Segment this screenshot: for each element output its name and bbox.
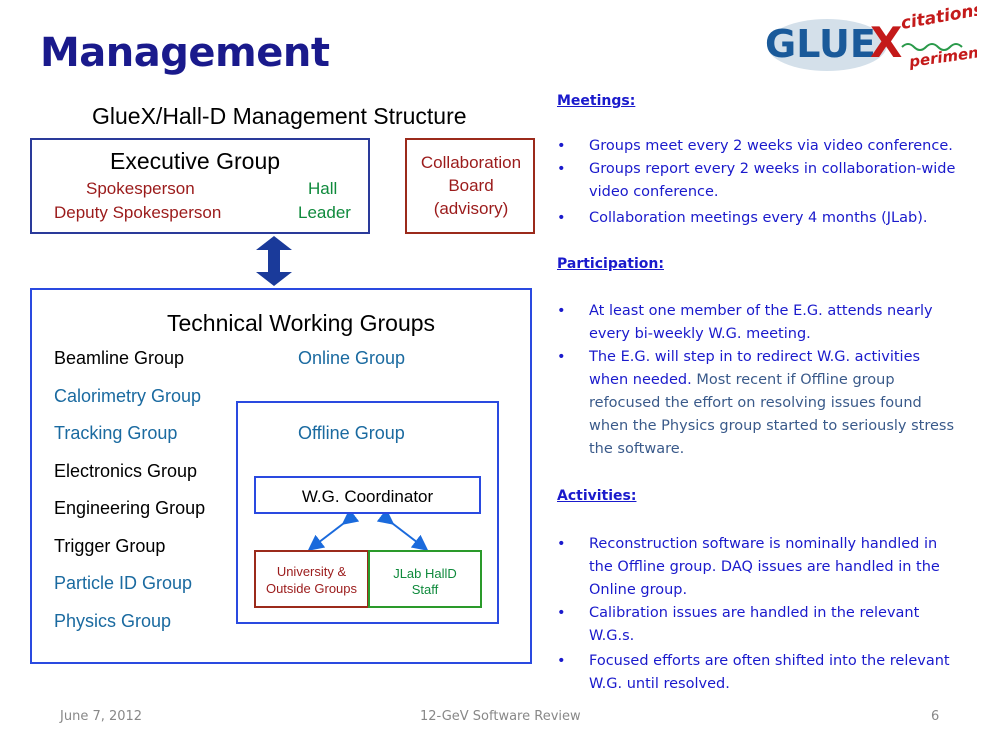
activities-heading: Activities: bbox=[557, 488, 637, 504]
activities-bullet-1: • Reconstruction software is nominally h… bbox=[557, 536, 940, 598]
double-arrow-icon bbox=[256, 236, 292, 286]
university-line-2: Outside Groups bbox=[265, 581, 358, 596]
meetings-heading: Meetings: bbox=[557, 93, 636, 109]
logo-main: GLUE bbox=[765, 22, 876, 66]
wg-coordinator-box bbox=[254, 476, 481, 514]
participation-heading: Participation: bbox=[557, 256, 664, 272]
footer-date: June 7, 2012 bbox=[60, 709, 143, 724]
collaboration-line: Collaboration bbox=[420, 153, 522, 172]
meetings-bullet-2: • Groups report every 2 weeks in collabo… bbox=[557, 161, 956, 200]
group-offline: Offline Group bbox=[298, 423, 405, 443]
group-physics: Physics Group bbox=[54, 611, 172, 631]
executive-group-box bbox=[30, 138, 370, 234]
wg-coordinator-label: W.G. Coordinator bbox=[301, 487, 434, 506]
group-beamline: Beamline Group bbox=[54, 348, 185, 368]
leader-label: Leader bbox=[298, 203, 351, 222]
deputy-spokesperson-label: Deputy Spokesperson bbox=[54, 203, 222, 222]
spokesperson-label: Spokesperson bbox=[86, 179, 195, 198]
wave-icon bbox=[901, 43, 963, 51]
logo-bottom: periment bbox=[907, 42, 977, 71]
collaboration-board-box bbox=[405, 138, 535, 234]
gluex-logo: GLUE X citations periment bbox=[765, 5, 977, 71]
group-trigger: Trigger Group bbox=[54, 536, 166, 556]
participation-bullet-1: • At least one member of the E.G. attend… bbox=[557, 303, 933, 342]
advisory-line: (advisory) bbox=[433, 199, 509, 218]
jlab-staff-box bbox=[368, 550, 482, 608]
jlab-line-2: Staff bbox=[411, 582, 439, 597]
group-tracking: Tracking Group bbox=[54, 423, 178, 443]
logo-x: X bbox=[870, 18, 902, 67]
diagram-title: GlueX/Hall-D Management Structure bbox=[92, 103, 467, 129]
activities-bullet-3: • Focused efforts are often shifted into… bbox=[557, 653, 950, 692]
jlab-line-1: JLab HallD bbox=[393, 566, 457, 581]
group-particle-id: Particle ID Group bbox=[54, 573, 193, 593]
board-line: Board bbox=[448, 176, 494, 195]
footer-center: 12-GeV Software Review bbox=[420, 709, 581, 724]
technical-groups-box bbox=[30, 288, 532, 664]
meetings-bullet-1: • Groups meet every 2 weeks via video co… bbox=[557, 138, 953, 154]
logo-top: citations bbox=[899, 5, 977, 34]
meetings-bullet-3: • Collaboration meetings every 4 months … bbox=[557, 210, 928, 226]
participation-bullet-2: • The E.G. will step in to redirect W.G.… bbox=[557, 349, 955, 457]
activities-bullet-2: • Calibration issues are handled in the … bbox=[557, 605, 920, 644]
footer-page-number: 6 bbox=[931, 709, 940, 724]
coordinator-arrows-icon bbox=[307, 514, 429, 551]
university-groups-box bbox=[254, 550, 369, 608]
slide-title: Management bbox=[40, 30, 330, 76]
university-line-1: University & bbox=[276, 564, 347, 579]
group-electronics: Electronics Group bbox=[54, 461, 198, 481]
group-engineering: Engineering Group bbox=[54, 498, 206, 518]
group-online: Online Group bbox=[298, 348, 406, 368]
offline-group-box bbox=[236, 401, 499, 624]
hall-label: Hall bbox=[308, 179, 338, 198]
group-calorimetry: Calorimetry Group bbox=[54, 386, 202, 406]
technical-groups-title: Technical Working Groups bbox=[167, 310, 436, 336]
executive-group-title: Executive Group bbox=[110, 148, 281, 174]
